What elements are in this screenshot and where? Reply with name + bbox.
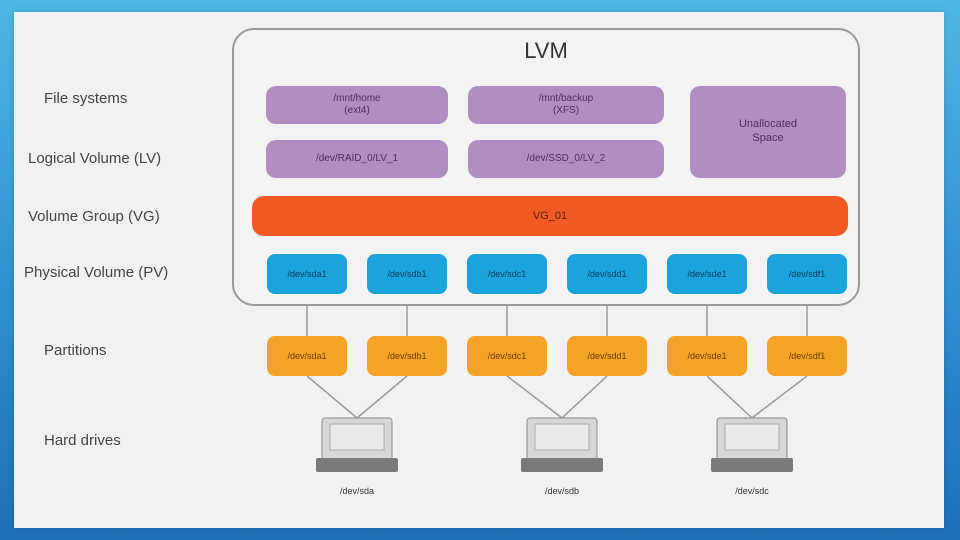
drive-label: /dev/sdc bbox=[735, 486, 769, 496]
physical-volume-box: /dev/sdb1 bbox=[367, 254, 447, 294]
pv-label: /dev/sdf1 bbox=[788, 269, 826, 279]
volume-group-label: VG_01 bbox=[532, 210, 568, 222]
row-label-file-systems: File systems bbox=[44, 90, 128, 107]
partition-box: /dev/sde1 bbox=[667, 336, 747, 376]
partition-label: /dev/sde1 bbox=[687, 351, 727, 361]
partition-label: /dev/sdf1 bbox=[788, 351, 826, 361]
drive-label: /dev/sdb bbox=[544, 486, 580, 496]
lvm-title: LVM bbox=[524, 38, 568, 63]
logical-volume-box: /dev/RAID_0/LV_1 bbox=[266, 140, 448, 178]
hard-drive-icon bbox=[521, 417, 603, 472]
row-label-hard-drives: Hard drives bbox=[44, 432, 121, 449]
file-system-box: /mnt/home(ext4) bbox=[266, 86, 448, 124]
logical-volume-label: /dev/RAID_0/LV_1 bbox=[315, 152, 399, 164]
row-label-logical-volume: Logical Volume (LV) bbox=[28, 150, 162, 167]
fs-mount: /mnt/backup bbox=[538, 92, 594, 104]
physical-volume-box: /dev/sde1 bbox=[667, 254, 747, 294]
pv-label: /dev/sda1 bbox=[287, 269, 327, 279]
partition-label: /dev/sdb1 bbox=[387, 351, 427, 361]
drive-label: /dev/sda bbox=[339, 486, 375, 496]
hard-drive-icon bbox=[711, 417, 793, 472]
pv-label: /dev/sdb1 bbox=[387, 269, 427, 279]
fs-type: (ext4) bbox=[344, 105, 370, 116]
row-label-volume-group: Volume Group (VG) bbox=[28, 208, 160, 225]
physical-volume-box: /dev/sdc1 bbox=[467, 254, 547, 294]
partition-label: /dev/sdc1 bbox=[487, 351, 527, 361]
pv-label: /dev/sde1 bbox=[687, 269, 727, 279]
partition-box: /dev/sda1 bbox=[267, 336, 347, 376]
volume-group-bar: VG_01 bbox=[252, 196, 848, 236]
fs-type: (XFS) bbox=[552, 105, 580, 116]
logical-volume-box: /dev/SSD_0/LV_2 bbox=[468, 140, 664, 178]
pv-label: /dev/sdd1 bbox=[587, 269, 627, 279]
partition-label: /dev/sdd1 bbox=[587, 351, 627, 361]
unallocated-line1: Unallocated bbox=[738, 118, 798, 131]
partition-box: /dev/sdf1 bbox=[767, 336, 847, 376]
physical-volume-box: /dev/sdd1 bbox=[567, 254, 647, 294]
partition-label: /dev/sda1 bbox=[287, 351, 327, 361]
file-system-box: /mnt/backup(XFS) bbox=[468, 86, 664, 124]
physical-volume-box: /dev/sdf1 bbox=[767, 254, 847, 294]
partition-box: /dev/sdb1 bbox=[367, 336, 447, 376]
row-label-partitions: Partitions bbox=[44, 342, 107, 359]
physical-volume-box: /dev/sda1 bbox=[267, 254, 347, 294]
hard-drive-icon bbox=[316, 417, 398, 472]
partition-box: /dev/sdd1 bbox=[567, 336, 647, 376]
logical-volume-label: /dev/SSD_0/LV_2 bbox=[526, 152, 606, 164]
partition-box: /dev/sdc1 bbox=[467, 336, 547, 376]
row-label-physical-volume: Physical Volume (PV) bbox=[24, 264, 169, 281]
fs-mount: /mnt/home bbox=[333, 92, 381, 104]
unallocated-line2: Space bbox=[752, 132, 784, 144]
pv-label: /dev/sdc1 bbox=[487, 269, 527, 279]
